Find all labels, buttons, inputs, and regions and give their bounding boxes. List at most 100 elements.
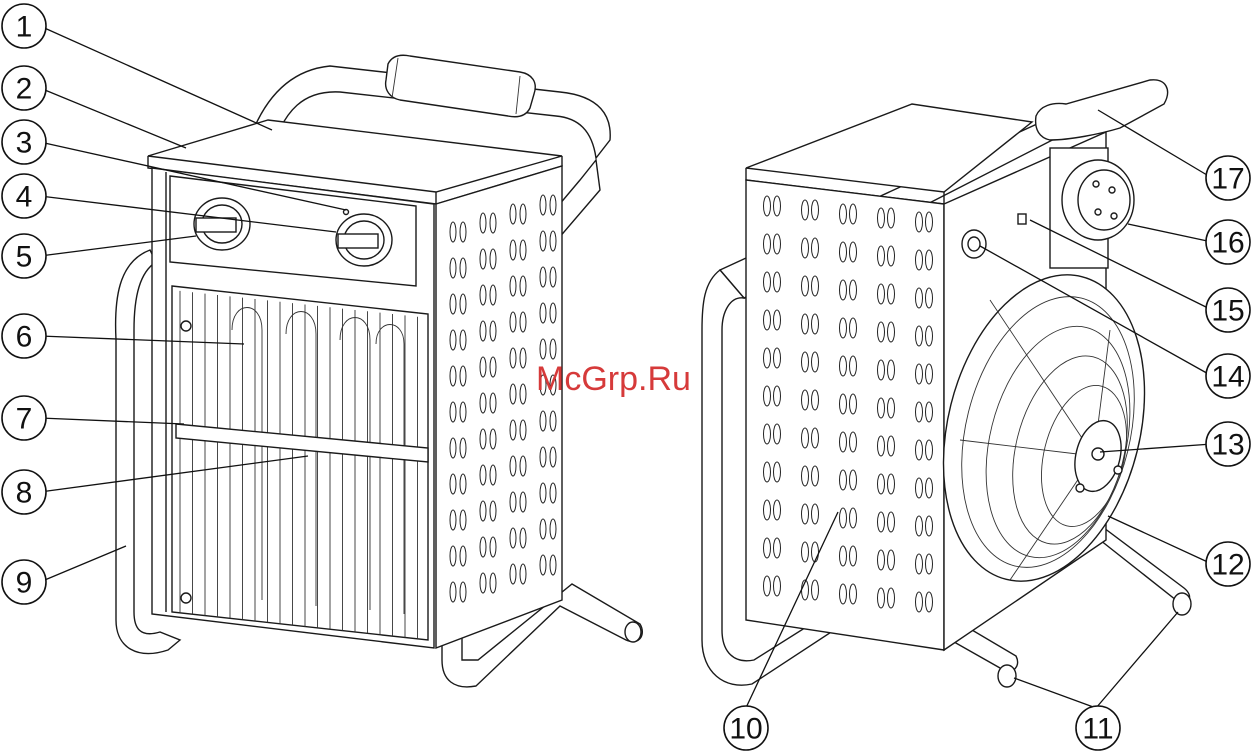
vent-slot: [888, 550, 895, 570]
vent-slot: [510, 312, 516, 332]
vent-slot: [460, 366, 466, 386]
rear-view-heater: [702, 80, 1191, 687]
callout-number: 5: [16, 241, 33, 274]
vent-slot: [520, 240, 526, 260]
foot-cap: [625, 622, 641, 642]
vent-slot: [490, 501, 496, 521]
vent-slot: [840, 584, 847, 604]
vent-slot: [490, 321, 496, 341]
callout-number: 7: [16, 403, 33, 436]
vent-slot: [916, 516, 923, 536]
vent-slot: [520, 384, 526, 404]
vent-slot: [878, 550, 885, 570]
vent-slot: [774, 500, 781, 520]
vent-slot: [926, 288, 933, 308]
callout-13: 13: [1206, 422, 1250, 466]
vent-slot: [450, 474, 456, 494]
vent-slot: [840, 432, 847, 452]
vent-slot: [550, 339, 556, 359]
vent-slot: [490, 249, 496, 269]
rear-foot-tube: [1100, 528, 1190, 602]
vent-slot: [460, 510, 466, 530]
callout-1: 1: [2, 4, 46, 48]
vent-slot: [480, 537, 486, 557]
vent-slot: [540, 339, 546, 359]
vent-slot: [490, 465, 496, 485]
vent-slot: [450, 546, 456, 566]
vent-slot: [480, 429, 486, 449]
vent-slot: [510, 384, 516, 404]
vent-slot: [926, 478, 933, 498]
vent-slot: [802, 200, 809, 220]
vent-slot: [480, 249, 486, 269]
mode-switch-knob[interactable]: [336, 214, 392, 266]
vent-slot: [450, 294, 456, 314]
vent-slot: [550, 519, 556, 539]
vent-slot: [802, 428, 809, 448]
vent-slot: [510, 204, 516, 224]
vent-slot: [764, 386, 771, 406]
vent-slot: [450, 438, 456, 458]
vent-slot: [926, 326, 933, 346]
vent-slot: [764, 310, 771, 330]
vent-slot: [490, 285, 496, 305]
grille-screw: [181, 593, 191, 603]
vent-slot: [802, 238, 809, 258]
vent-slot: [540, 267, 546, 287]
callout-number: 17: [1211, 163, 1244, 196]
callout-11: 11: [1076, 706, 1120, 750]
vent-slot: [540, 447, 546, 467]
rear-top-plate: [746, 104, 1032, 192]
vent-slot: [840, 318, 847, 338]
vent-slot: [450, 222, 456, 242]
vent-slot: [550, 303, 556, 323]
vent-slot: [802, 276, 809, 296]
vent-slot: [774, 196, 781, 216]
vent-slot: [888, 208, 895, 228]
vent-slot: [888, 588, 895, 608]
callout-3: 3: [2, 120, 46, 164]
vent-slot: [774, 576, 781, 596]
vent-slot: [812, 428, 819, 448]
vent-slot: [840, 242, 847, 262]
vent-slot: [510, 528, 516, 548]
callout-number: 11: [1082, 713, 1113, 746]
vent-slot: [850, 394, 857, 414]
vent-slot: [850, 584, 857, 604]
thermostat-knob[interactable]: [194, 198, 250, 250]
vent-slot: [812, 352, 819, 372]
vent-slot: [520, 420, 526, 440]
vent-slot: [460, 402, 466, 422]
callout-15: 15: [1206, 288, 1250, 332]
vent-slot: [878, 474, 885, 494]
vent-slot: [450, 582, 456, 602]
vent-slot: [812, 390, 819, 410]
vent-slot: [812, 238, 819, 258]
vent-slot: [520, 492, 526, 512]
reset-button[interactable]: [962, 230, 986, 258]
vent-slot: [540, 555, 546, 575]
vent-slot: [916, 592, 923, 612]
front-grille: [172, 286, 428, 640]
vent-slot: [490, 429, 496, 449]
vent-slot: [916, 440, 923, 460]
vent-slot: [774, 310, 781, 330]
vent-slot: [926, 554, 933, 574]
vent-slot: [850, 508, 857, 528]
vent-slot: [878, 360, 885, 380]
vent-slot: [490, 393, 496, 413]
callout-number: 12: [1211, 549, 1244, 582]
vent-slot: [888, 474, 895, 494]
callout-number: 16: [1211, 227, 1244, 260]
vent-slot: [878, 246, 885, 266]
vent-slot: [916, 478, 923, 498]
vent-slot: [926, 364, 933, 384]
callout-number: 6: [16, 321, 33, 354]
callout-number: 8: [16, 477, 33, 510]
vent-slot: [460, 546, 466, 566]
callout-12: 12: [1206, 542, 1250, 586]
vent-slot: [480, 393, 486, 413]
vent-slot: [916, 326, 923, 346]
vent-slot: [850, 242, 857, 262]
